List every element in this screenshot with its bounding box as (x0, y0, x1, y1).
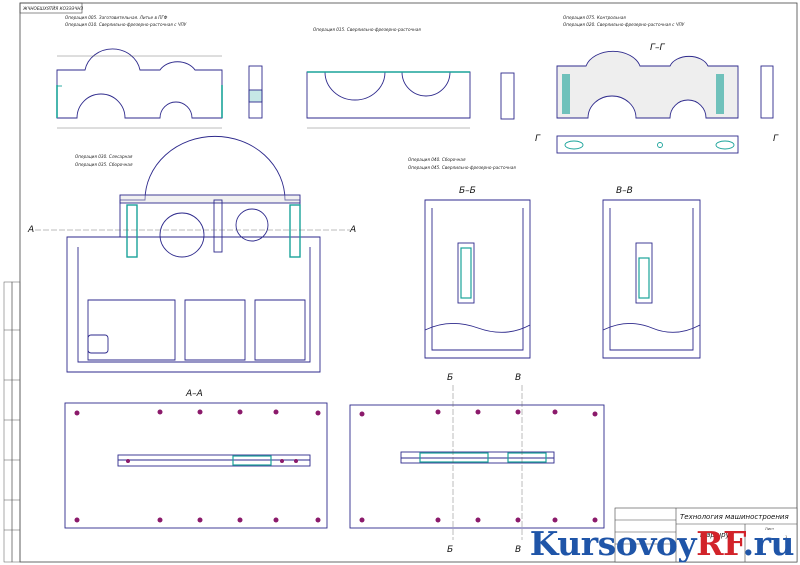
plan-accent-2 (507, 452, 547, 463)
section-g-left: Г (535, 134, 541, 144)
stamp-box (19, 2, 83, 14)
op-005-label: Операция 005. Заготовительная. Литье в П… (65, 15, 168, 20)
left-strip (3, 281, 21, 563)
part-vv (602, 199, 701, 359)
plan-bolt-holes (359, 409, 598, 523)
title-block-subtitle: Маршрут (700, 531, 735, 539)
watermark-part-b: RF (696, 524, 743, 563)
stamp-text: ЖЧНОЕШХЯТЙЯ КОЗЭЭЧНЗ (22, 6, 83, 11)
section-a-left: А (27, 225, 34, 235)
main-stud-mid (213, 199, 223, 253)
title-block-sheet-label: Лист (765, 527, 774, 531)
part-gg (556, 50, 774, 154)
op-010-label: Операция 010. Сверлильно-фрезерно-расточ… (65, 22, 187, 27)
section-b-bottom: Б (447, 545, 453, 555)
part-bb (424, 199, 531, 359)
gg-accent-2 (716, 74, 724, 114)
section-bb-title: Б–Б (459, 186, 476, 196)
section-v-bottom: В (515, 545, 521, 555)
title-block-title: Технология машиностроения (680, 513, 789, 521)
main-housing (66, 135, 321, 373)
op-015-label: Операция 015. Сверлильно-фрезерно-расточ… (313, 27, 421, 32)
section-a-right: А (349, 225, 356, 235)
vv-accent (638, 257, 650, 299)
section-aa-title: А–А (185, 389, 203, 399)
op-035-label: Операция 035. Сборочная (75, 162, 133, 167)
main-stud-right (289, 204, 301, 258)
op-020-label: Операция 020. Сверлильно-фрезерно-расточ… (563, 22, 685, 27)
aa-bolt-holes (74, 409, 321, 523)
section-v-top: В (515, 373, 521, 383)
part-op-015 (306, 71, 515, 129)
part-aa (64, 402, 328, 529)
op-045-label: Операция 045. Сверлильно-фрезерно-расточ… (408, 165, 516, 170)
section-vv-title: В–В (616, 186, 633, 196)
watermark-part-c: .ru (742, 524, 795, 563)
aa-accent (232, 455, 272, 466)
title-block-sheet-value: 1 (785, 535, 787, 539)
op-075-label: Операция 075. Контрольная (563, 15, 626, 20)
watermark-part-a: Kursovoy (529, 524, 697, 563)
section-gg-title: Г–Г (650, 43, 666, 53)
part-op-005 (56, 48, 263, 129)
plan-accent-1 (419, 452, 489, 463)
section-b-top: Б (447, 373, 453, 383)
gg-holes (564, 140, 735, 150)
title-block (614, 507, 798, 563)
watermark-logo: KursovoyRF.ru (529, 524, 795, 563)
op-030-label: Операция 030. Слесарная (75, 154, 133, 159)
main-stud-left (126, 204, 138, 258)
part-plan (349, 404, 605, 529)
op-040-label: Операция 040. Сборочная (408, 157, 466, 162)
gg-accent-1 (562, 74, 570, 114)
section-g-right: Г (773, 134, 779, 144)
bb-accent (460, 247, 472, 299)
